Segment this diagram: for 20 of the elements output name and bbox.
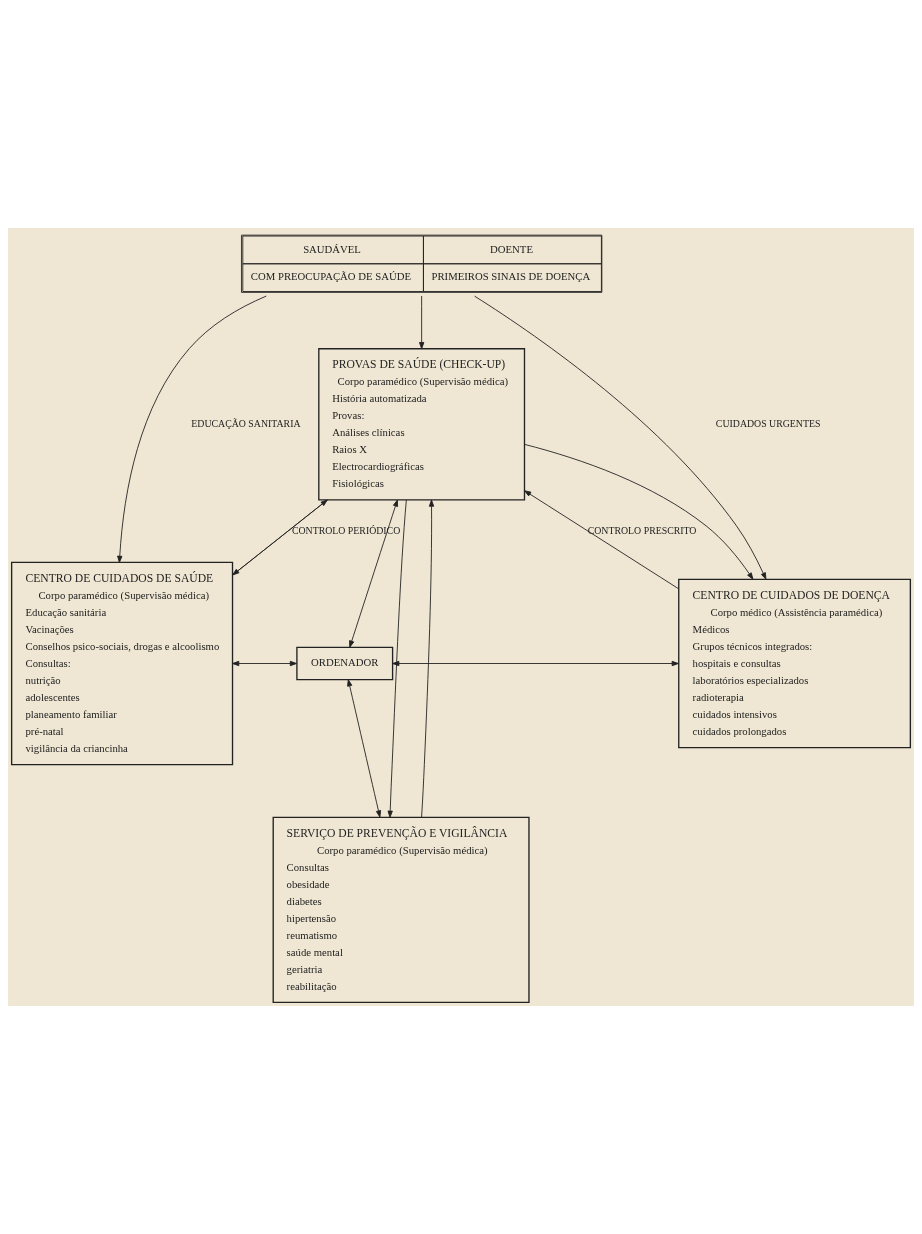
node-box: CENTRO DE CUIDADOS DE DOENÇA Corpo médico (Assistência paramédica) Médicos Grupos técnicos integrados: hospitais e consultas laboratórios especializados radioterapia cuidados intensivos cuidados prolongados [678, 578, 912, 749]
arrow [349, 499, 399, 648]
edge-label: CONTROLO PERIÓDICO [291, 524, 401, 536]
arrow [392, 660, 679, 667]
node-box: CENTRO DE CUIDADOS DE SAÚDE Corpo paramédico (Supervisão médica) Educação sanitária Vacinações Conselhos psico-sociais, drogas e alcoolismo Consultas: nutrição adolescentes planeamento familiar pré-natal vigilância da criancinha [10, 561, 234, 766]
node-box: SERVIÇO DE PREVENÇÃO E VIGILÂNCIA Corpo paramédico (Supervisão médica) Consultas obesidade diabetes hipertensão reumatismo saúde mental geriatria reabilitação [272, 816, 530, 1004]
arrow [474, 295, 767, 580]
arrow [387, 499, 407, 818]
arrow [347, 679, 382, 818]
arrow [524, 443, 754, 580]
arrow [524, 490, 679, 590]
arrow [232, 660, 297, 667]
edge-label: EDUCAÇÃO SANITARIA [191, 417, 301, 429]
node-box: PROVAS DE SAÚDE (CHECK-UP) Corpo paramédico (Supervisão médica) História automatizada Provas: Análises clínicas Raios X Electrocardiográficas Fisiológicas [318, 348, 526, 501]
arrow [117, 295, 267, 563]
node-box: ORDENADOR [296, 646, 394, 681]
edge-label: CUIDADOS URGENTES [715, 417, 821, 429]
arrow [421, 499, 435, 818]
arrow [419, 295, 425, 350]
edge-label: CONTROLO PRESCRITO [587, 524, 697, 536]
